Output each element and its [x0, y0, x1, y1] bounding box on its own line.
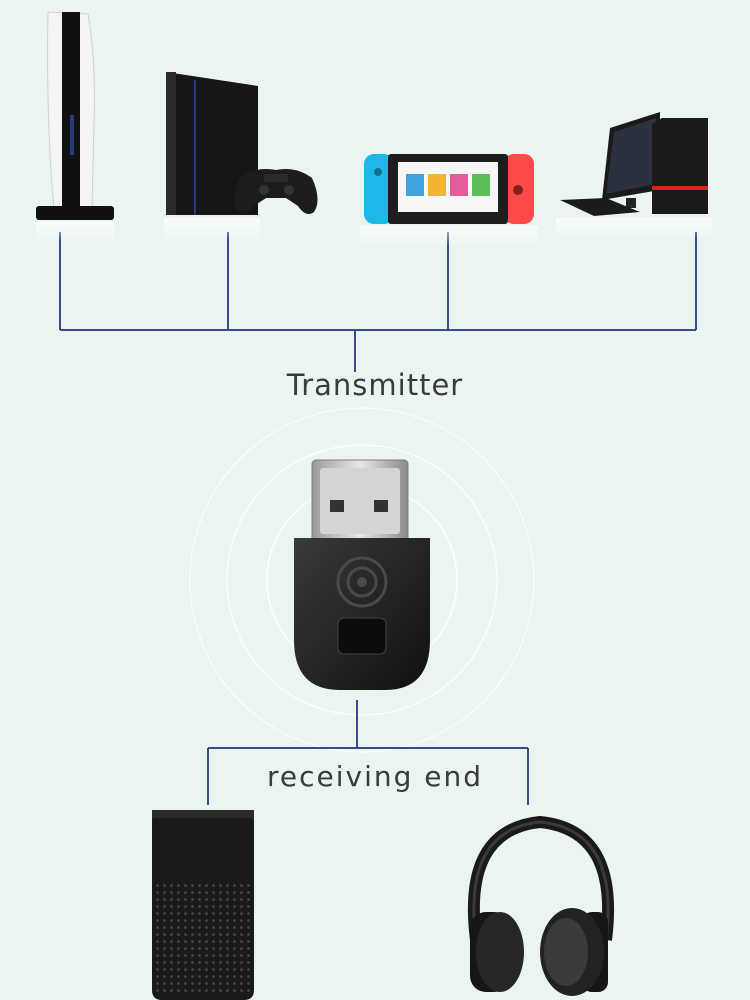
bottom-connector-lines [207, 700, 529, 805]
usb-dongle-icon [294, 459, 430, 690]
desktop-pc-icon [556, 112, 712, 238]
headphones-icon [467, 815, 615, 996]
receiving-end-label: receiving end [266, 760, 484, 793]
smart-speaker-icon [152, 810, 254, 1000]
ps5-console-icon [36, 11, 114, 242]
ps4-console-icon [164, 72, 260, 240]
nintendo-switch-icon [360, 154, 538, 246]
transmitter-label: Transmitter [286, 368, 464, 402]
gamepad-icon [234, 169, 318, 214]
top-connector-lines [59, 232, 697, 372]
